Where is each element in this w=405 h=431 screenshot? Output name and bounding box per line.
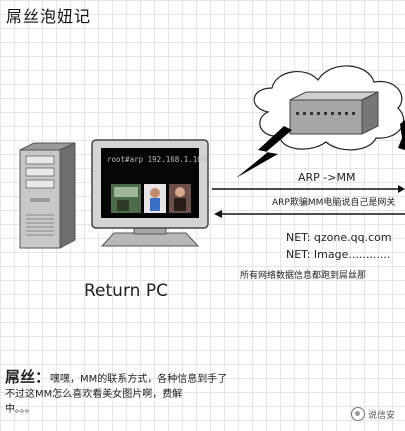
narrative-line-2: 不过这MM怎么喜欢看美女图片啊，费解	[5, 389, 183, 400]
narrative-line-3: 中。。。	[5, 404, 35, 415]
photo-thumbnails	[111, 184, 191, 213]
lightning-bolt-right	[398, 120, 405, 150]
wechat-logo-icon	[350, 407, 365, 421]
net-label-qzone: NET: qzone.qq.com	[286, 231, 392, 244]
narrative-text: 屌丝：嘿嘿，MM的联系方式，各种信息到手了 不过这MM怎么喜欢看美女图片啊，费解…	[5, 370, 290, 417]
net-description: 所有网络数据信息都跑到屌丝那	[240, 271, 367, 281]
watermark: 说信安	[350, 407, 395, 421]
watermark-text: 说信安	[367, 410, 395, 421]
net-label-image: NET: Image............	[286, 248, 391, 261]
narrative-line-1: 嘿嘿，MM的联系方式，各种信息到手了	[50, 374, 228, 385]
router-device	[289, 91, 379, 135]
lightning-bolt-left	[236, 126, 292, 178]
arp-description: ARP欺骗MM电脑说自己是网关	[272, 198, 396, 208]
tower-computer	[19, 142, 76, 249]
narrative-speaker: 屌丝：	[5, 368, 51, 386]
terminal-text: root#arp 192.168.1.100	[107, 155, 207, 164]
net-arrow	[214, 210, 405, 218]
page-title: 屌丝泡妞记	[6, 7, 92, 26]
pc-label: Return PC	[84, 281, 168, 301]
arp-label: ARP ->MM	[298, 171, 356, 184]
arp-arrow	[212, 185, 405, 193]
